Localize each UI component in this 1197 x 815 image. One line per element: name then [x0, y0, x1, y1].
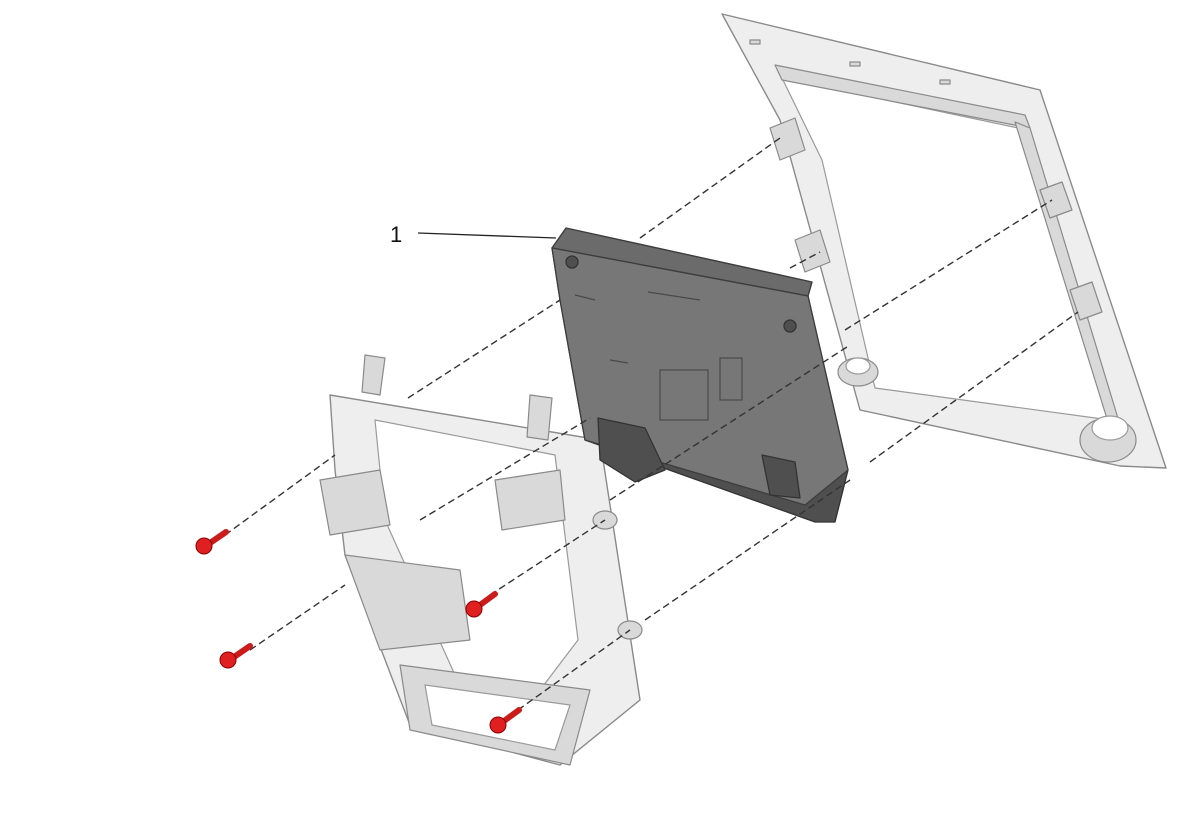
- callout-1: 1: [390, 222, 557, 247]
- callout-label: 1: [390, 222, 402, 247]
- screw-upper-left: [195, 529, 229, 555]
- callout-leader-line: [417, 232, 557, 239]
- front-mounting-bracket: [319, 354, 643, 766]
- installation-guide-lines: [224, 137, 1079, 711]
- electronic-module: [551, 227, 849, 523]
- screw-bottom: [489, 707, 522, 734]
- screw-lower-left: [219, 643, 253, 669]
- screw-center: [465, 591, 498, 618]
- rear-bezel-frame: [721, 13, 1167, 469]
